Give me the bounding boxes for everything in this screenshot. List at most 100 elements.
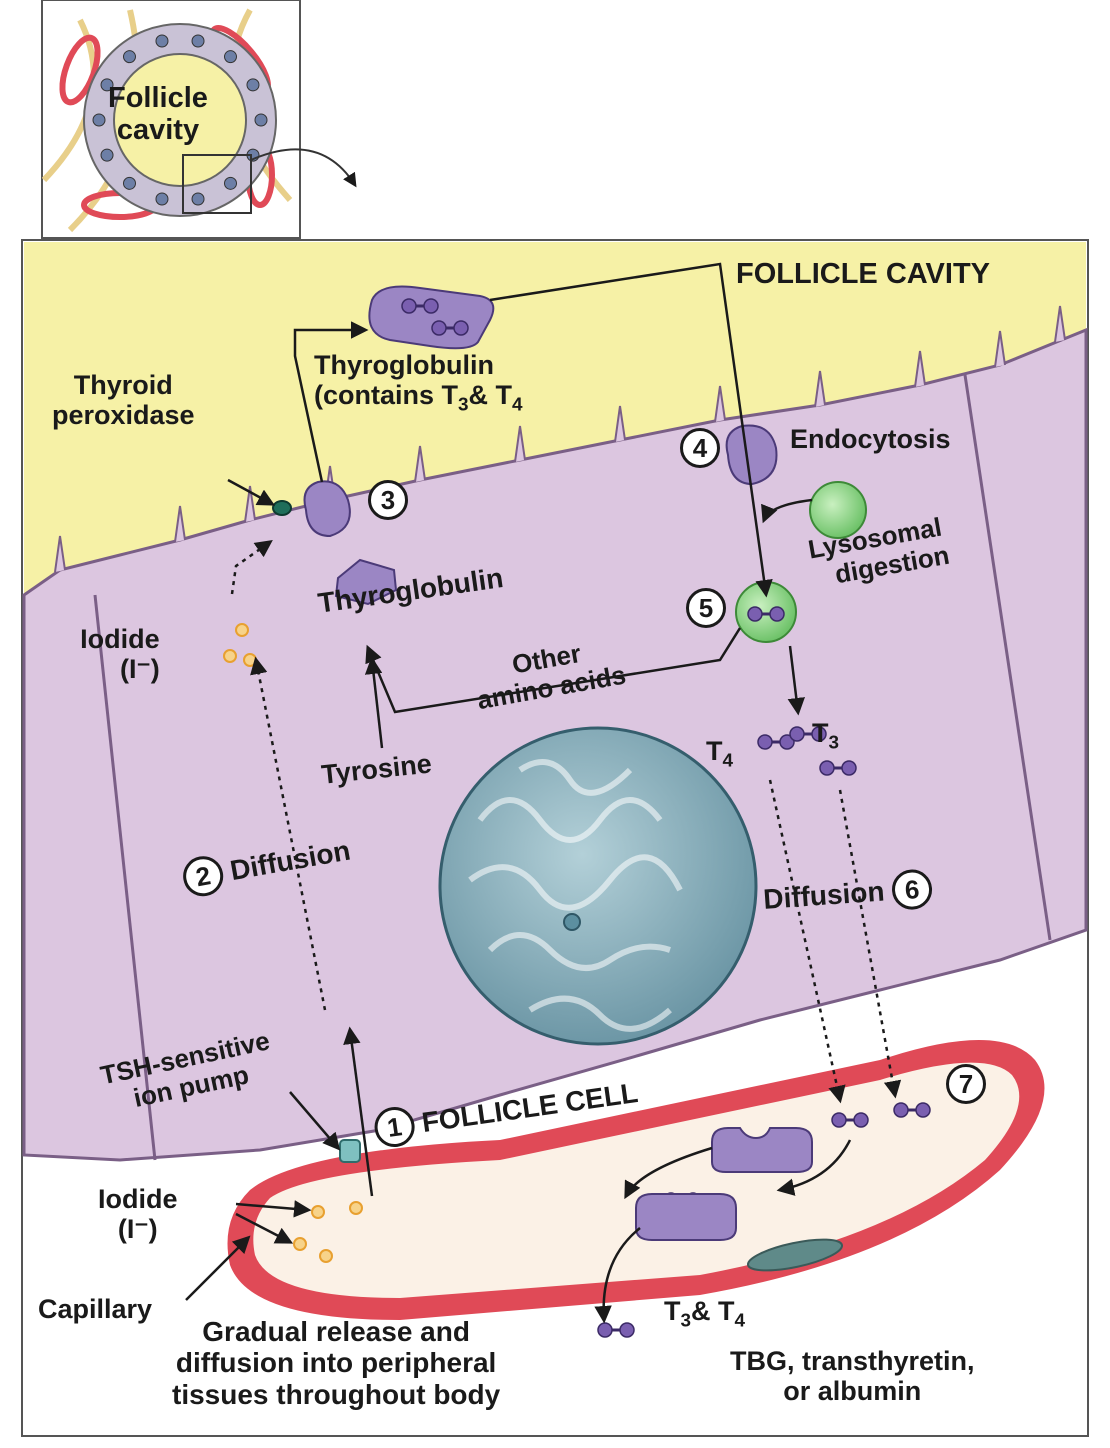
microvillus — [174, 505, 186, 543]
iodide-ions — [223, 623, 363, 1263]
inset-follicle-cavity — [113, 53, 247, 187]
step-3-badge: 3 — [368, 480, 408, 520]
chromatin-pattern — [468, 759, 683, 1032]
hormone-ring — [819, 760, 835, 776]
thyroglobulin-shape — [368, 285, 495, 350]
arrow-pump-in — [343, 1026, 374, 1197]
iodide-ion — [319, 1249, 333, 1263]
transport-protein-empty — [711, 1127, 813, 1173]
cell-border-left — [93, 594, 157, 1161]
pointer-ion-pump — [289, 1091, 341, 1151]
t3-label: T3 — [812, 718, 840, 754]
thyroglobulin-cavity — [368, 285, 495, 350]
inset-zoom-box — [182, 154, 252, 214]
nucleus — [438, 726, 758, 1046]
iodide-top-label: Iodide (I⁻) — [80, 624, 160, 685]
lysosome-hormone-molecule — [747, 606, 785, 622]
hormone-ring — [769, 606, 785, 622]
hormone-ring — [811, 726, 827, 742]
microvillus — [814, 370, 826, 408]
t4-label: T4 — [706, 736, 734, 772]
thyroglobulin-contains-label: Thyroglobulin (contains T3& T4 — [314, 350, 523, 416]
iodide-ion — [235, 623, 249, 637]
arrow-t3-diffusion — [838, 789, 902, 1099]
hormone-ring — [401, 298, 417, 314]
flow-arrows — [185, 262, 902, 1324]
step-4-badge: 4 — [680, 428, 720, 468]
thyroid-peroxidase-enzyme — [272, 500, 292, 516]
transport-protein-bound — [635, 1193, 737, 1241]
ion-pump — [339, 1139, 361, 1163]
microvillus — [714, 385, 726, 423]
inset-nucleus — [224, 50, 238, 64]
arrow-bind — [776, 1139, 852, 1196]
step-7-badge: 7 — [946, 1064, 986, 1104]
exocytosis-vesicle — [303, 480, 351, 538]
lysosome — [809, 481, 867, 539]
microvillus — [994, 330, 1006, 368]
t3-molecule — [819, 760, 857, 776]
inset-nucleus — [155, 192, 169, 206]
microvillus — [614, 405, 626, 443]
gradual-release-label: Gradual release and diffusion into perip… — [172, 1316, 501, 1410]
arrow-amino-acids — [365, 627, 742, 714]
iodide-ion — [349, 1201, 363, 1215]
inset-nucleus — [254, 113, 268, 127]
hormone-ring — [915, 1102, 931, 1118]
inset-nucleus — [246, 78, 260, 92]
hormone-ring — [747, 606, 763, 622]
step-2-badge: 2 — [180, 853, 227, 900]
iodide-bottom-label: Iodide (I⁻) — [98, 1184, 178, 1245]
arrow-t4-diffusion — [768, 779, 846, 1104]
arrow-hormone-release — [787, 645, 806, 716]
inset-vessel-1 — [59, 34, 101, 106]
iodide-ion — [311, 1205, 325, 1219]
inset-nucleus — [155, 34, 169, 48]
inset-nucleus — [122, 50, 136, 64]
hormone-ring — [597, 1322, 613, 1338]
capillary-label: Capillary — [38, 1294, 153, 1324]
inset-nucleus — [92, 113, 106, 127]
free-thyroid-hormones — [597, 726, 931, 1338]
arrow-release — [594, 1227, 641, 1324]
hormone-ring — [453, 320, 469, 336]
arrow-tyrosine — [364, 656, 384, 749]
step-1-badge: 1 — [372, 1104, 418, 1150]
hormone-ring — [431, 320, 447, 336]
iodide-ion — [243, 653, 257, 667]
thyroid-peroxidase-label: Thyroid peroxidase — [52, 370, 195, 431]
microvillus — [914, 350, 926, 388]
main-panel — [21, 239, 1089, 1437]
microvillus — [244, 485, 256, 523]
iodide-ion — [223, 649, 237, 663]
arrow-diffusion-up — [250, 656, 327, 1011]
pointer-peroxidase — [227, 478, 276, 506]
hormone-ring — [757, 734, 773, 750]
arrow-lysosome-fuse — [761, 498, 813, 524]
pointer-capillary — [185, 1235, 251, 1301]
follicle-inset — [41, 0, 357, 239]
hormone-ring — [423, 298, 439, 314]
inset-nucleus — [100, 78, 114, 92]
inset-nucleus — [122, 176, 136, 190]
hormone-ring — [853, 1112, 869, 1128]
thyroglobulin-hormone — [401, 298, 439, 314]
pointer-iodide-2 — [235, 1212, 294, 1244]
hormone-ring — [831, 1112, 847, 1128]
microvilli — [54, 305, 1066, 573]
step-6-badge: 6 — [890, 868, 934, 911]
transport-proteins-label: TBG, transthyretin, or albumin — [730, 1346, 975, 1407]
hormone-ring — [841, 760, 857, 776]
microvillus — [1054, 305, 1066, 343]
endocytosis-vesicle — [725, 424, 778, 486]
transport-proteins — [635, 1127, 813, 1241]
capillary-endothelial-nucleus — [746, 1238, 844, 1272]
hormone-ring — [789, 726, 805, 742]
arrow-exocytosis — [293, 321, 369, 483]
inset-cavity-label: Follicle cavity — [108, 82, 208, 147]
inset-nucleus — [191, 34, 205, 48]
pointer-iodide-1 — [235, 1200, 312, 1218]
hormone-ring — [779, 734, 795, 750]
thyroglobulin-intracellular — [334, 558, 398, 606]
inset-zoom-arrow — [250, 148, 357, 188]
